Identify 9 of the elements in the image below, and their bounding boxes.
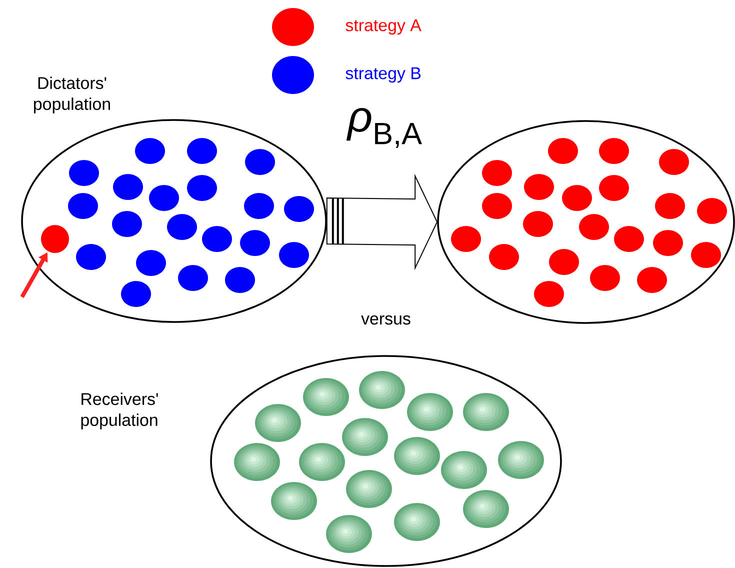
dot <box>41 225 69 253</box>
population-label: Receivers' population <box>81 392 158 430</box>
legend-label: strategy B <box>346 67 421 83</box>
legend-label: strategy A <box>346 19 422 35</box>
label: versus <box>361 315 410 325</box>
edge-label: ρ$_{B,A}$ <box>346 108 422 148</box>
hollow-arrow <box>326 174 438 270</box>
population-ellipse <box>437 120 735 324</box>
population-label: Dictators' population <box>34 76 110 114</box>
